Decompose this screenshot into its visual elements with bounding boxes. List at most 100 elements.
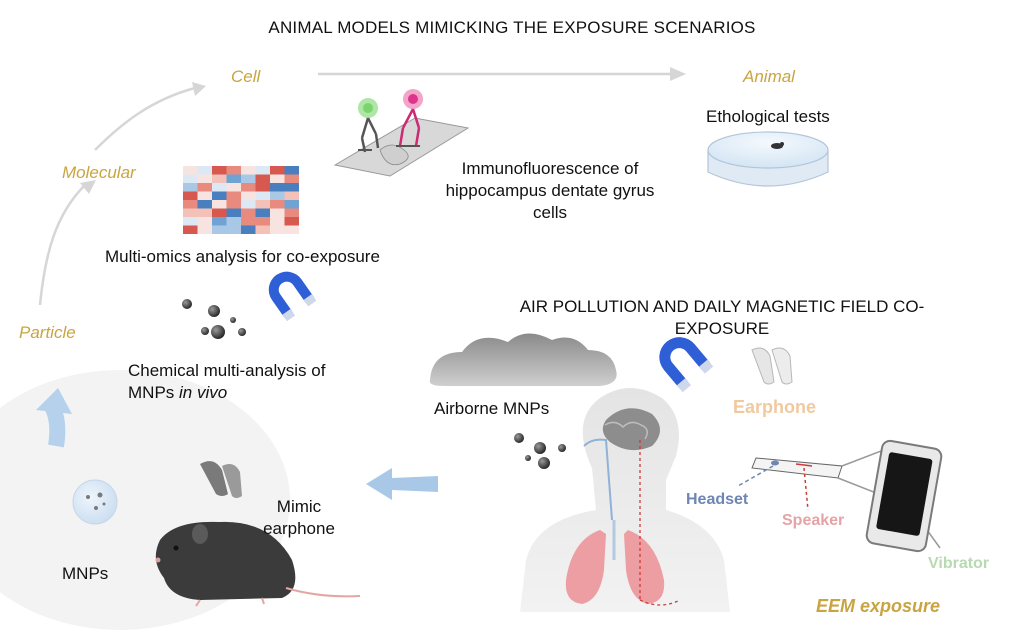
chemical-line-1: Chemical multi-analysis of [128, 361, 326, 380]
heatmap-cell [197, 174, 212, 183]
magnet-icon-2 [659, 337, 714, 393]
heatmap-cell [183, 217, 198, 226]
heatmap-cell [241, 183, 256, 192]
heatmap-cell [212, 174, 227, 183]
heatmap-cell [284, 225, 299, 234]
heatmap-cell [197, 225, 212, 234]
magnet-icon [268, 271, 317, 322]
heatmap-cell [241, 200, 256, 209]
heatmap-cell [183, 191, 198, 200]
heatmap-cell [226, 191, 241, 200]
heatmap-cell [212, 183, 227, 192]
heatmap-cell [197, 183, 212, 192]
heatmap-cell [197, 191, 212, 200]
human-body-icon [520, 388, 730, 612]
level-cell: Cell [231, 67, 261, 86]
ethological-label: Ethological tests [706, 107, 830, 126]
heatmap-cell [226, 208, 241, 217]
heatmap-cell [255, 166, 270, 175]
speaker-label: Speaker [782, 512, 845, 529]
phone-icon [865, 439, 943, 553]
heatmap-cell [241, 208, 256, 217]
mnps-label: MNPs [62, 564, 109, 583]
chemical-analysis-label: Chemical multi-analysis of MNPs in vivo [128, 360, 325, 404]
heatmap-cell [212, 166, 227, 175]
heatmap-cell [183, 225, 198, 234]
heatmap-cell [226, 225, 241, 234]
heatmap-cell [212, 200, 227, 209]
heatmap-cell [197, 166, 212, 175]
heatmap-cell [183, 183, 198, 192]
level-animal: Animal [743, 67, 795, 86]
heatmap-cell [255, 217, 270, 226]
heatmap-cell [270, 225, 285, 234]
heatmap-cell [270, 217, 285, 226]
earphone-label: Earphone [733, 397, 817, 417]
heatmap-cell [270, 208, 285, 217]
mimic-line-2: earphone [263, 519, 335, 538]
upward-arrow [36, 388, 72, 448]
air-pollution-heading: AIR POLLUTION AND DAILY MAGNETIC FIELD C… [442, 296, 1002, 340]
immunofluorescence-icon [333, 89, 470, 177]
mimic-line-1: Mimic [276, 497, 322, 516]
heatmap-cell [226, 183, 241, 192]
chemical-line-2-italic: in vivo [179, 383, 228, 402]
heatmap-cell [284, 217, 299, 226]
heatmap-cell [255, 208, 270, 217]
progression-arrows [38, 72, 672, 306]
heatmap-cell [197, 208, 212, 217]
heatmap-cell [212, 217, 227, 226]
heatmap-cell [255, 200, 270, 209]
heatmap-cell [284, 200, 299, 209]
air-pollution-line-2: EXPOSURE [674, 319, 770, 338]
headset-label: Headset [686, 491, 749, 508]
heatmap-cell [270, 174, 285, 183]
multiomics-label: Multi-omics analysis for co-exposure [105, 247, 380, 266]
mouse-icon [155, 521, 361, 607]
eem-exposure-label: EEM exposure [816, 596, 941, 616]
immuno-line-1: Immunofluorescence of [461, 159, 639, 178]
heatmap-cell [284, 166, 299, 175]
level-molecular: Molecular [62, 163, 136, 182]
progression-arrowheads [80, 67, 686, 194]
vibrator-label: Vibrator [928, 555, 990, 572]
mnp-dish-icon [72, 479, 118, 525]
heatmap-cell [226, 166, 241, 175]
main-title: ANIMAL MODELS MIMICKING THE EXPOSURE SCE… [268, 18, 756, 37]
transfer-arrow [366, 468, 438, 500]
heatmap-cell [226, 174, 241, 183]
heatmap-icon [183, 166, 299, 234]
heatmap-cell [284, 183, 299, 192]
immuno-line-3: cells [532, 203, 567, 222]
heatmap-cell [241, 225, 256, 234]
heatmap-cell [241, 191, 256, 200]
air-pollution-line-1: AIR POLLUTION AND DAILY MAGNETIC FIELD C… [519, 297, 925, 316]
heatmap-cell [197, 200, 212, 209]
level-particle: Particle [19, 323, 76, 342]
heatmap-cell [197, 217, 212, 226]
petri-dish-icon [707, 131, 829, 187]
heatmap-cell [183, 174, 198, 183]
heatmap-cell [255, 225, 270, 234]
headset-device-icon [751, 457, 843, 479]
heatmap-cell [241, 174, 256, 183]
airborne-mnps-label: Airborne MNPs [434, 399, 550, 418]
cloud-icon [429, 333, 617, 386]
particle-cluster-airborne [514, 433, 566, 469]
heatmap-cell [284, 174, 299, 183]
heatmap-cell [241, 166, 256, 175]
heatmap-cell [284, 208, 299, 217]
immunofluorescence-label: Immunofluorescence of hippocampus dentat… [420, 158, 680, 224]
heatmap-cell [212, 191, 227, 200]
heatmap-cell [212, 225, 227, 234]
heatmap-cell [270, 191, 285, 200]
heatmap-cell [270, 183, 285, 192]
heatmap-cell [183, 200, 198, 209]
heatmap-cell [212, 208, 227, 217]
chemical-line-2-prefix: MNPs [128, 383, 179, 402]
heatmap-cell [270, 200, 285, 209]
mimic-earphone-icon [200, 461, 242, 498]
heatmap-cell [226, 200, 241, 209]
heatmap-cell [270, 166, 285, 175]
